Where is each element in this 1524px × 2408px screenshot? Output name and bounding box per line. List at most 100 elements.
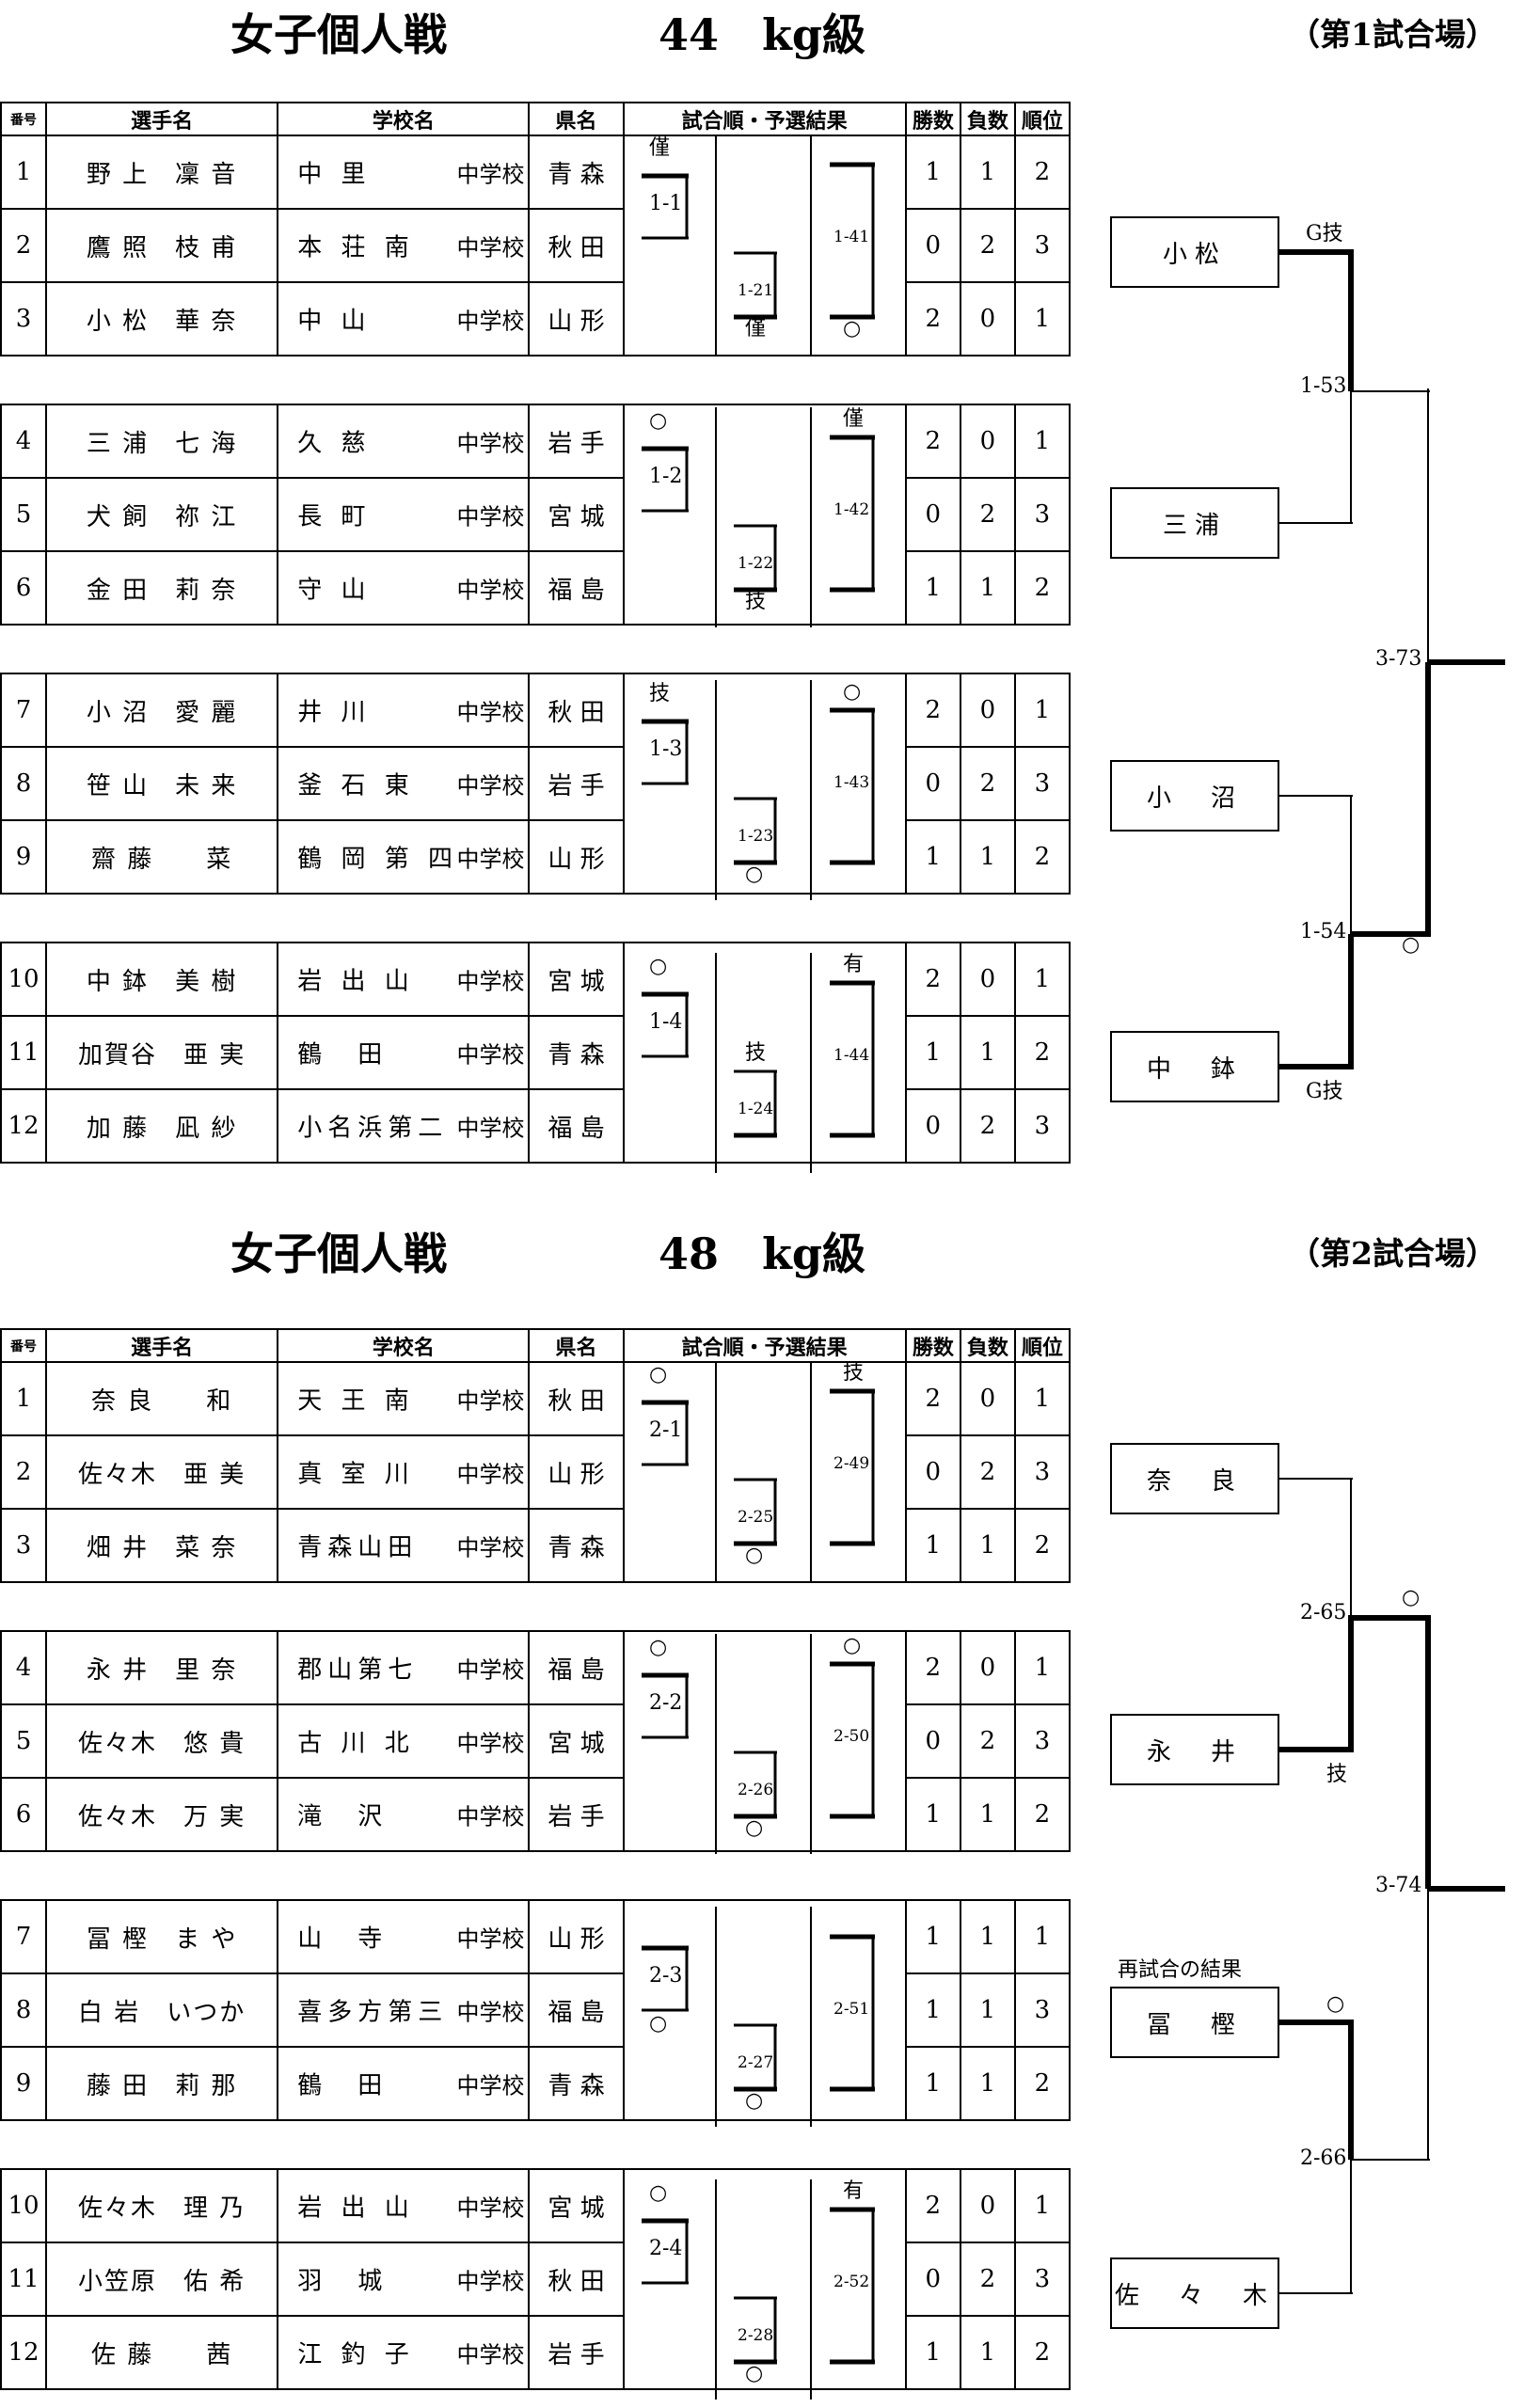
- rank: 3: [1013, 477, 1072, 552]
- rank: 1: [1013, 673, 1072, 748]
- rank: 3: [1013, 1972, 1072, 2048]
- finalist-box: 永 井: [1110, 1714, 1279, 1785]
- school-name: 山 寺: [297, 1925, 389, 1954]
- losses: 0: [959, 2168, 1016, 2243]
- losses: 1: [959, 2315, 1016, 2390]
- match-label: 1-54: [1300, 920, 1347, 943]
- rank: 1: [1013, 1899, 1072, 1974]
- group-spacer: [1, 1581, 1070, 1632]
- player-name: 小 沼 愛 麗: [45, 673, 279, 748]
- school-suffix: 中学校: [456, 503, 525, 531]
- header-name: 選手名: [45, 102, 279, 136]
- prefecture: 秋 田: [528, 1361, 625, 1436]
- losses: 1: [959, 135, 1016, 210]
- match-label: 3-74: [1375, 1874, 1422, 1897]
- rank: 2: [1013, 2315, 1072, 2390]
- result-mark: ○: [1402, 1586, 1421, 1609]
- losses: 0: [959, 942, 1016, 1017]
- school-suffix: 中学校: [456, 2268, 525, 2295]
- header-result: 試合順・予選結果: [622, 1328, 907, 1363]
- prefecture: 青 森: [528, 1508, 625, 1583]
- school-cell: 岩 出 山中学校: [277, 942, 531, 1017]
- prefecture: 福 島: [528, 1088, 625, 1164]
- player-name: 藤 田 莉 那: [45, 2046, 279, 2121]
- school-suffix: 中学校: [456, 846, 525, 873]
- losses: 2: [959, 746, 1016, 821]
- school-cell: 滝 沢中学校: [277, 1777, 531, 1852]
- match-label: 2-1: [649, 1418, 683, 1442]
- losses: 1: [959, 550, 1016, 626]
- result-mark: ○: [745, 863, 764, 886]
- school-name: 郡山第七: [297, 1656, 419, 1685]
- rank: 2: [1013, 1508, 1072, 1583]
- player-number: 11: [0, 2242, 48, 2317]
- losses: 0: [959, 404, 1016, 479]
- match-label: 1-42: [833, 500, 870, 519]
- school-name: 滝 沢: [297, 1802, 389, 1831]
- losses: 0: [959, 281, 1016, 356]
- prefecture: 山 形: [528, 281, 625, 356]
- school-cell: 山 寺中学校: [277, 1899, 531, 1974]
- wins: 1: [904, 1972, 961, 2048]
- header-school: 学校名: [277, 1328, 531, 1363]
- school-suffix: 中学校: [456, 2072, 525, 2099]
- school-cell: 郡山第七中学校: [277, 1630, 531, 1705]
- result-mark: ○: [843, 1634, 862, 1657]
- prefecture: 山 形: [528, 1434, 625, 1510]
- wins: 1: [904, 2315, 961, 2390]
- player-number: 12: [0, 2315, 48, 2390]
- school-name: 中 里: [297, 160, 372, 189]
- result-mark: ○: [745, 1544, 764, 1567]
- prefecture: 山 形: [528, 819, 625, 895]
- header-school: 学校名: [277, 102, 531, 136]
- section-2-weight: 48 kg級: [659, 1228, 866, 1279]
- rank: 1: [1013, 2168, 1072, 2243]
- school-name: 青森山田: [297, 1533, 419, 1562]
- header-row: 番号選手名学校名県名試合順・予選結果勝数負数順位: [0, 1328, 1072, 1363]
- player-name: 中 鉢 美 樹: [45, 942, 279, 1017]
- wins: 0: [904, 477, 961, 552]
- match-label: 1-21: [738, 281, 774, 300]
- section-1-weight: 44 kg級: [659, 9, 866, 60]
- prefecture: 福 島: [528, 1630, 625, 1705]
- finalist-box: 小松: [1110, 216, 1279, 288]
- school-suffix: 中学校: [456, 161, 525, 188]
- header-pref: 県名: [528, 102, 625, 136]
- player-name: 加賀谷 亜 実: [45, 1015, 279, 1090]
- school-name: 江 釣 子: [297, 2340, 415, 2369]
- school-cell: 鶴 田中学校: [277, 1015, 531, 1090]
- school-name: 井 川: [297, 698, 372, 727]
- school-name: 鶴 田: [297, 2071, 389, 2100]
- result-mark: ○: [745, 2089, 764, 2113]
- school-cell: 天 王 南中学校: [277, 1361, 531, 1436]
- school-name: 天 王 南: [297, 1386, 415, 1416]
- player-name: 加 藤 凪 紗: [45, 1088, 279, 1164]
- school-cell: 井 川 中学校: [277, 673, 531, 748]
- match-label: 2-2: [649, 1691, 683, 1715]
- result-mark: ○: [649, 2012, 668, 2036]
- match-label: 1-23: [738, 827, 774, 846]
- match-label: 1-22: [738, 554, 774, 573]
- prefecture: 秋 田: [528, 208, 625, 283]
- school-name: 守 山: [297, 576, 372, 605]
- school-cell: 中 山中学校: [277, 281, 531, 356]
- school-name: 中 山: [297, 307, 372, 336]
- school-cell: 久 慈中学校: [277, 404, 531, 479]
- prefecture: 岩 手: [528, 1777, 625, 1852]
- losses: 1: [959, 1777, 1016, 1852]
- school-suffix: 中学校: [456, 577, 525, 604]
- player-number: 10: [0, 942, 48, 1017]
- prefecture: 岩 手: [528, 2315, 625, 2390]
- player-number: 9: [0, 819, 48, 895]
- player-name: 小笠原 佑 希: [45, 2242, 279, 2317]
- school-name: 岩 出 山: [297, 2194, 415, 2223]
- school-cell: 青森山田中学校: [277, 1508, 531, 1583]
- rank: 3: [1013, 2242, 1072, 2317]
- player-name: 笹 山 未 来: [45, 746, 279, 821]
- school-suffix: 中学校: [456, 699, 525, 726]
